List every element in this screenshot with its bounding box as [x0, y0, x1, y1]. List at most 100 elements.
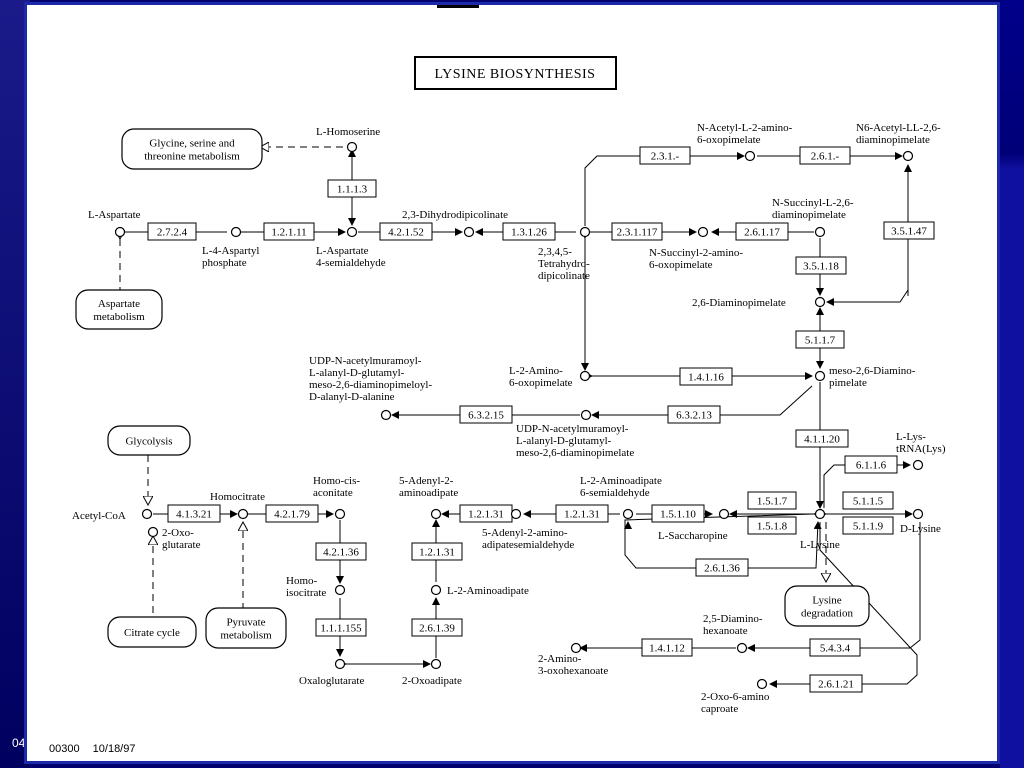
- compound-node-l-aspartate[interactable]: [114, 226, 126, 238]
- compound-node-aminoadipate[interactable]: [430, 584, 442, 596]
- enzyme-box-2.6.1.17[interactable]: [735, 222, 789, 241]
- enzyme-box-5.4.3.4[interactable]: [809, 638, 861, 657]
- enzyme-label: 2.7.2.4: [157, 227, 188, 239]
- enzyme-label: 1.1.1.3: [337, 184, 368, 196]
- compound-node-oxoadipate[interactable]: [430, 658, 442, 670]
- compound-label-aminoadipate: L-2-Aminoadipate: [447, 585, 529, 597]
- compound-node-saccharopine[interactable]: [718, 508, 730, 520]
- enzyme-box-1.1.1.155[interactable]: [315, 618, 367, 637]
- compound-node-oxaloglutarate[interactable]: [334, 658, 346, 670]
- enzyme-box-1.2.1.11[interactable]: [263, 222, 315, 241]
- enzyme-box-5.1.1.9[interactable]: [842, 516, 894, 535]
- compound-node-n-acetyl-l2[interactable]: [744, 150, 756, 162]
- compound-node-oxo6amino[interactable]: [756, 678, 768, 690]
- enzyme-box-6.1.1.6[interactable]: [844, 455, 898, 474]
- compound-label-n-succinyl-l26-line: N-Succinyl-L-2,6-: [772, 197, 854, 209]
- compound-label-n-acetyl-l2-line: 6-oxopimelate: [697, 134, 761, 146]
- compound-label-diaminohex-line: 2,5-Diamino-: [703, 613, 763, 625]
- pathway-map-label: threonine metabolism: [144, 151, 240, 163]
- compound-node-l4-aspartyl[interactable]: [230, 226, 242, 238]
- compound-node-l-lysine[interactable]: [814, 508, 826, 520]
- enzyme-box-1.4.1.12[interactable]: [641, 638, 693, 657]
- enzyme-box-5.1.1.7[interactable]: [795, 330, 845, 349]
- enzyme-box-4.2.1.52[interactable]: [379, 222, 433, 241]
- enzyme-box-5.1.1.5[interactable]: [842, 491, 894, 510]
- enzyme-label: 1.4.1.16: [688, 372, 724, 384]
- enzyme-box-2.6.1.36[interactable]: [695, 558, 749, 577]
- compound-label-saccharopine: L-Saccharopine: [658, 530, 728, 542]
- enzyme-label: 6.3.2.13: [676, 410, 712, 422]
- enzyme-box-1.4.1.16[interactable]: [679, 367, 733, 386]
- enzyme-box-1.2.1.31[interactable]: [411, 542, 463, 561]
- enzyme-box-2.6.1.39[interactable]: [411, 618, 463, 637]
- enzyme-box-2.6.1.-[interactable]: [799, 146, 851, 165]
- reaction-line: [584, 152, 745, 226]
- pathway-map-glycolysis[interactable]: [107, 425, 191, 456]
- enzyme-box-4.2.1.36[interactable]: [315, 542, 367, 561]
- enzyme-box-2.3.1.-[interactable]: [639, 146, 691, 165]
- compound-node-d-lysine[interactable]: [912, 508, 924, 520]
- enzyme-box-1.5.1.7[interactable]: [747, 491, 797, 510]
- compound-node-l-asp-semi[interactable]: [346, 226, 358, 238]
- compound-label-oxoglutarate2-line: glutarate: [162, 539, 201, 551]
- enzyme-box-2.6.1.21[interactable]: [809, 674, 863, 693]
- compound-node-oxoglutarate2[interactable]: [147, 526, 159, 538]
- compound-node-l-lys-trna[interactable]: [912, 459, 924, 471]
- pathway-map-glycine[interactable]: [121, 128, 263, 170]
- compound-node-udp-top[interactable]: [380, 409, 392, 421]
- enzyme-label: 4.2.1.36: [323, 547, 359, 559]
- pathway-map-label: Pyruvate: [226, 617, 265, 629]
- enzyme-box-1.5.1.8[interactable]: [747, 516, 797, 535]
- enzyme-label: 2.3.1.117: [617, 227, 658, 239]
- compound-node-aminoadipate-semi[interactable]: [622, 508, 634, 520]
- compound-node-tetrahydro[interactable]: [579, 226, 591, 238]
- enzyme-box-3.5.1.18[interactable]: [795, 256, 847, 275]
- compound-label-udp-top-line: UDP-N-acetylmuramoyl-: [309, 355, 422, 367]
- enzyme-box-1.5.1.10[interactable]: [651, 504, 705, 523]
- pathway-map-citrate[interactable]: [107, 616, 197, 648]
- pathway-map-lysine-deg[interactable]: [784, 585, 870, 627]
- enzyme-label: 5.1.1.5: [853, 496, 884, 508]
- compound-node-homocitrate[interactable]: [237, 508, 249, 520]
- compound-node-homo-cis[interactable]: [334, 508, 346, 520]
- pathway-map-label: degradation: [801, 608, 853, 620]
- compound-label-aminoadipate-semi-line: 6-semialdehyde: [580, 487, 650, 499]
- enzyme-box-4.2.1.79[interactable]: [265, 504, 319, 523]
- compound-node-homoisocitrate[interactable]: [334, 584, 346, 596]
- enzyme-box-1.1.1.3[interactable]: [327, 179, 377, 198]
- compound-node-l-homoserine[interactable]: [346, 141, 358, 153]
- map-id: 00300: [49, 743, 80, 755]
- enzyme-box-4.1.1.20[interactable]: [795, 429, 849, 448]
- compound-node-l2-amino6[interactable]: [579, 370, 591, 382]
- compound-node-n-succinyl-l26[interactable]: [814, 226, 826, 238]
- compound-label-homo-cis-line: aconitate: [313, 487, 353, 499]
- compound-label-adenyl-semi-line: adipatesemialdehyde: [482, 539, 574, 551]
- compound-node-adenyl-semi[interactable]: [510, 508, 522, 520]
- pathway-map-label: metabolism: [220, 630, 272, 642]
- compound-node-udp-mid[interactable]: [580, 409, 592, 421]
- pathway-map-aspartate[interactable]: [75, 289, 163, 330]
- compound-node-adenyl-2[interactable]: [430, 508, 442, 520]
- compound-label-l-asp-semi-line: L-Aspartate: [316, 245, 369, 257]
- enzyme-label: 4.2.1.52: [388, 227, 424, 239]
- compound-node-dihydrodipic[interactable]: [463, 226, 475, 238]
- enzyme-label: 3.5.1.47: [891, 226, 927, 238]
- compound-node-meso[interactable]: [814, 370, 826, 382]
- enzyme-box-2.7.2.4[interactable]: [147, 222, 197, 241]
- enzyme-box-2.3.1.117[interactable]: [611, 222, 663, 241]
- enzyme-box-6.3.2.13[interactable]: [667, 405, 721, 424]
- compound-node-amino3oxo[interactable]: [570, 642, 582, 654]
- compound-node-diaminopimelate[interactable]: [814, 296, 826, 308]
- compound-node-n6-acetyl[interactable]: [902, 150, 914, 162]
- enzyme-box-1.3.1.26[interactable]: [502, 222, 556, 241]
- compound-node-acetyl-coa[interactable]: [141, 508, 153, 520]
- compound-node-diaminohex[interactable]: [736, 642, 748, 654]
- enzyme-box-4.1.3.21[interactable]: [167, 504, 221, 523]
- pathway-map-pyruvate[interactable]: [205, 607, 287, 649]
- enzyme-box-1.2.1.31[interactable]: [555, 504, 609, 523]
- compound-node-n-succinyl-2[interactable]: [697, 226, 709, 238]
- enzyme-box-3.5.1.47[interactable]: [883, 221, 935, 240]
- enzyme-box-6.3.2.15[interactable]: [459, 405, 513, 424]
- enzyme-label: 4.1.1.20: [804, 434, 840, 446]
